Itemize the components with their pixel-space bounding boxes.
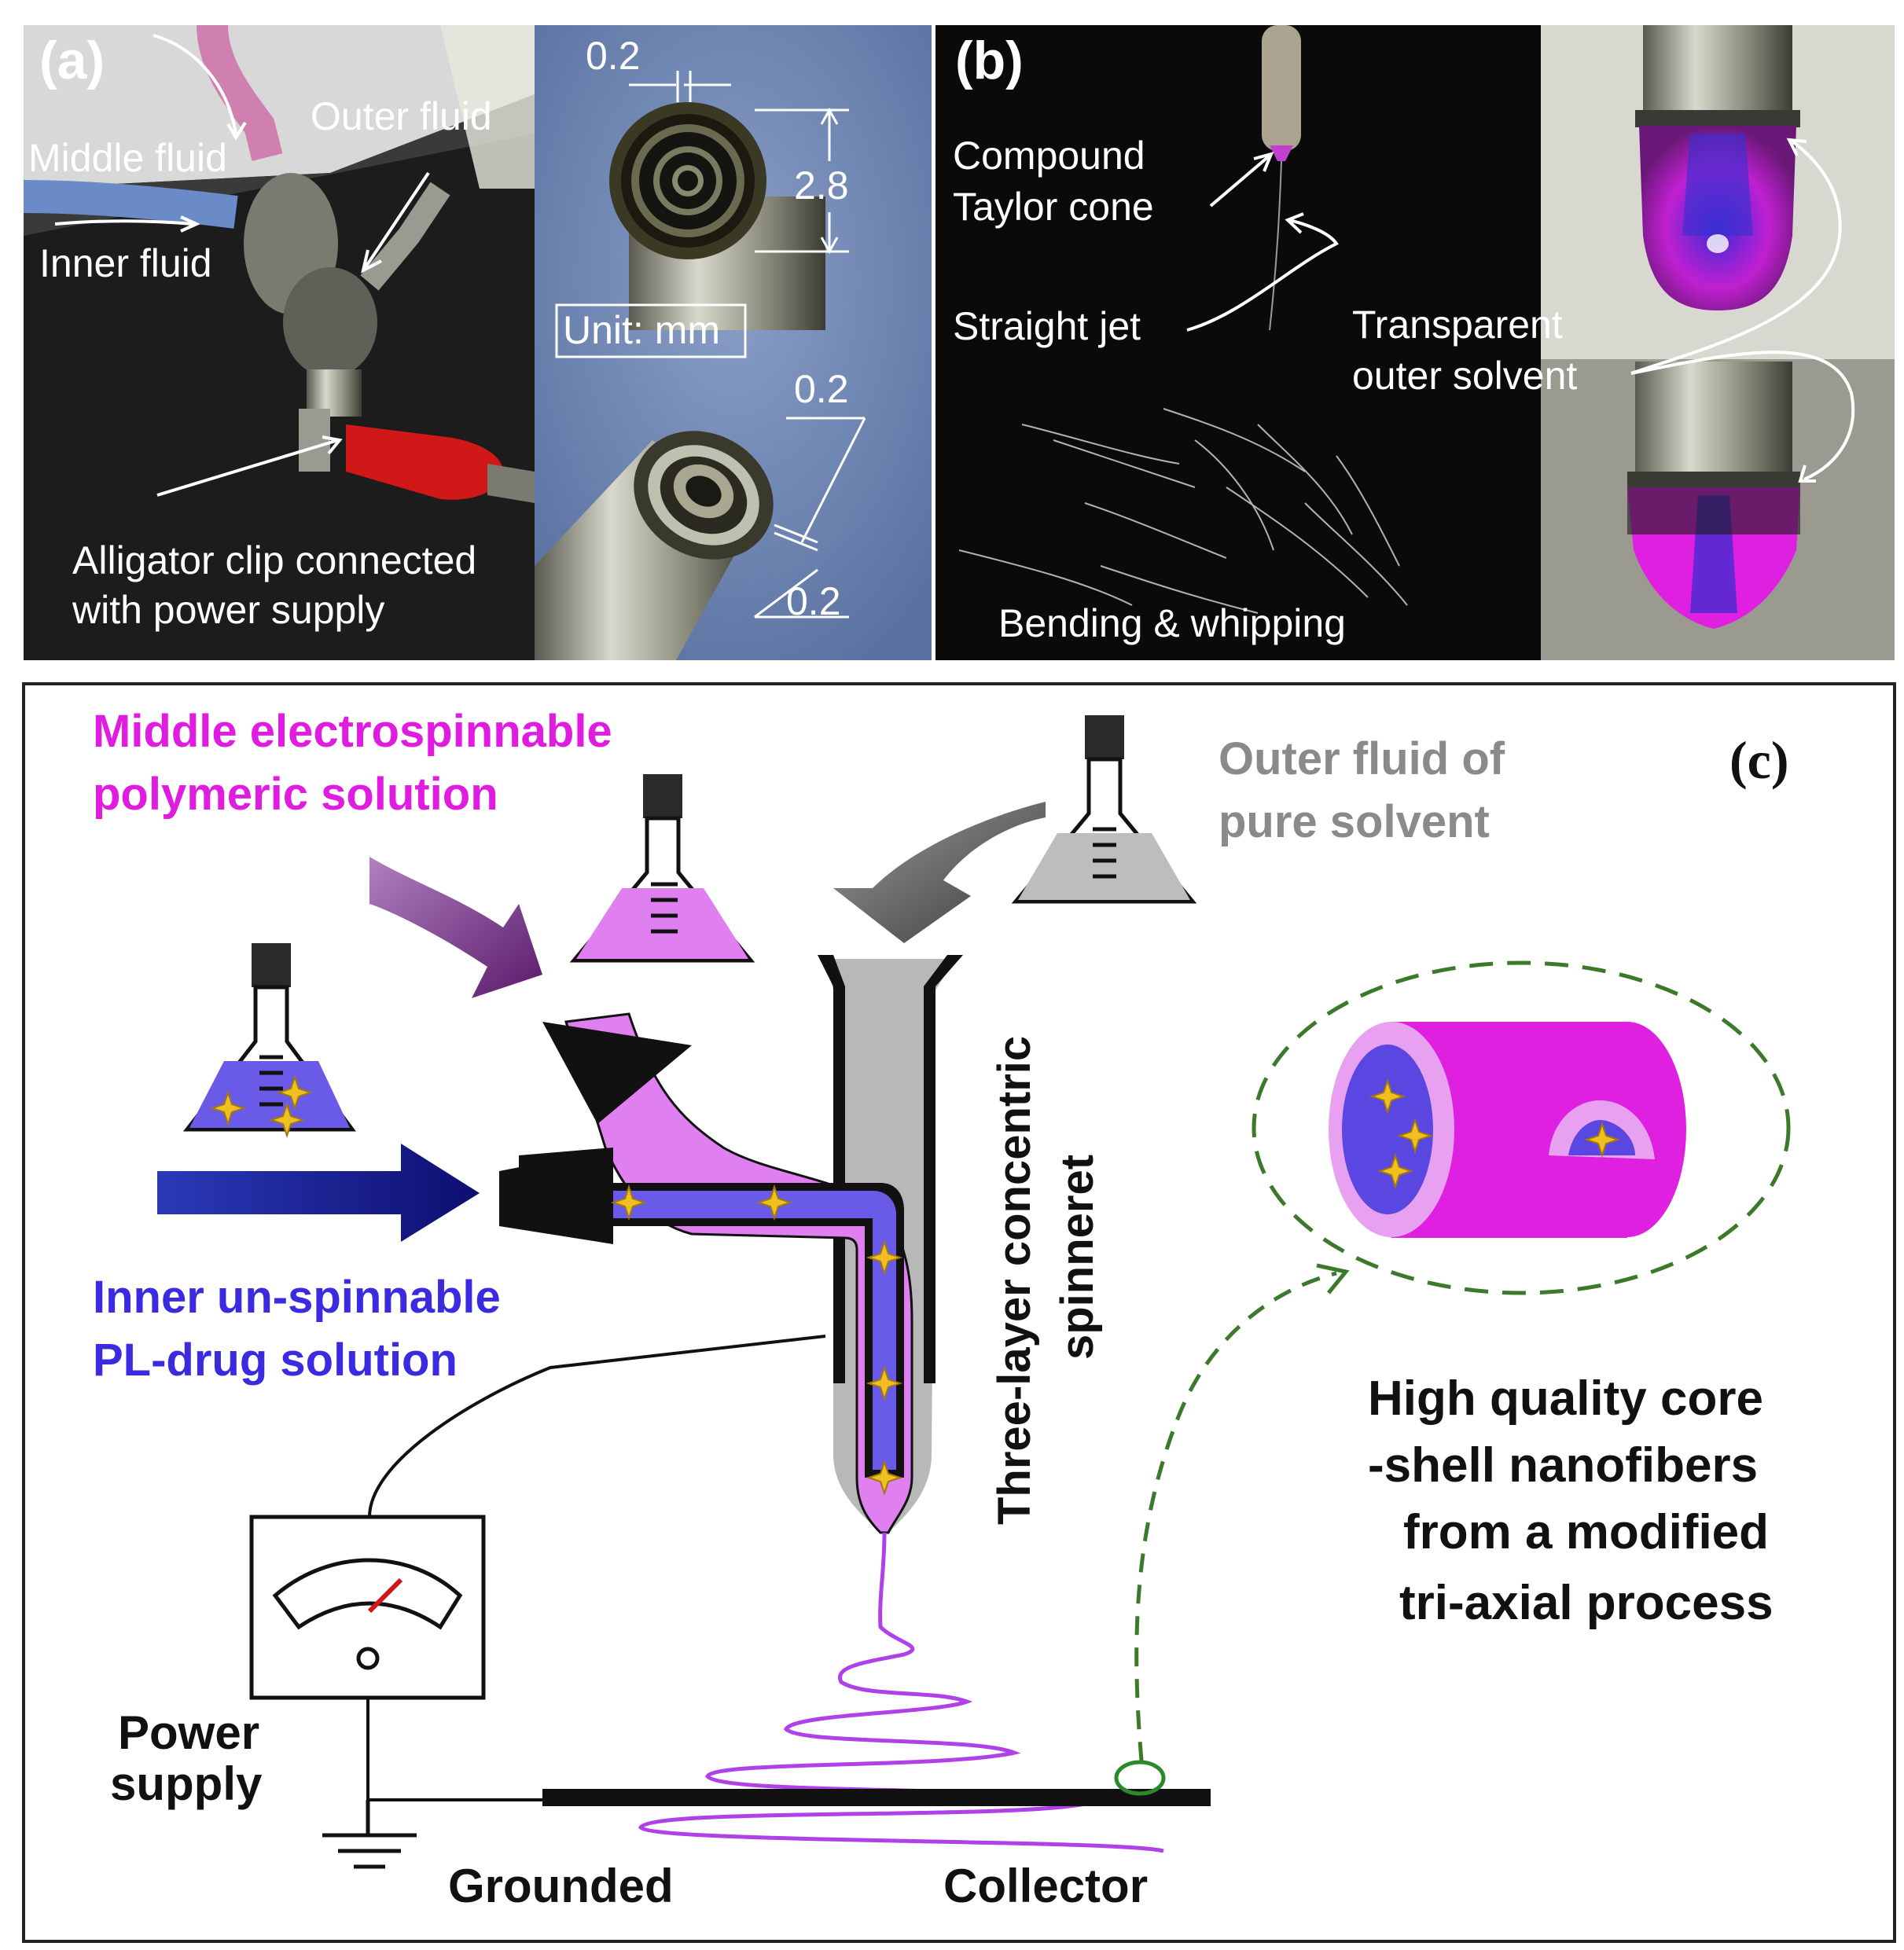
unit-label: Unit: mm (563, 308, 720, 352)
inner-solution-label-2: PL-drug solution (93, 1335, 458, 1386)
collector-label: Collector (943, 1860, 1148, 1912)
power-supply-label-2: supply (110, 1757, 263, 1810)
spinneret-photos: 0.2 2.8 Unit: mm 0.2 0.2 (535, 25, 932, 660)
inner-solution-label-1: Inner un-spinnable (93, 1272, 501, 1323)
panel-a-arrows (54, 34, 430, 497)
outer-fluid-c-label-2: pure solvent (1218, 796, 1490, 847)
meter-icon (249, 1515, 486, 1700)
compound-label-2: Taylor cone (953, 185, 1154, 229)
transparent-label-1: Transparent (1352, 303, 1563, 347)
bending-label: Bending & whipping (998, 601, 1346, 645)
panel-b: (b) Compound Taylor cone Straight jet Be… (935, 25, 1541, 660)
whipping-streaks (958, 408, 1408, 614)
flask-icon (1011, 715, 1197, 904)
fiber-sample-circle (1114, 1760, 1166, 1796)
ground-icon (322, 1800, 417, 1869)
middle-fluid-label: Middle fluid (28, 136, 227, 180)
wires (366, 1335, 826, 1801)
hq-label-2: -shell nanofibers (1368, 1438, 1758, 1493)
dim-right-top-label: 0.2 (794, 367, 849, 411)
grounded-label: Grounded (448, 1860, 674, 1912)
panel-b-letter: (b) (955, 31, 1024, 90)
transparent-label-2: outer solvent (1352, 354, 1577, 398)
middle-arrow-icon (369, 857, 542, 998)
panel-a-letter: (a) (39, 31, 105, 90)
alligator-label-1: Alligator clip connected (72, 538, 476, 582)
dim-diameter-label: 2.8 (794, 163, 849, 207)
outer-fluid-label: Outer fluid (311, 94, 492, 138)
zoom-arrowhead (1316, 1263, 1350, 1294)
zoom-dashed-arrow (1134, 1271, 1337, 1761)
inner-fluid-label: Inner fluid (39, 241, 212, 285)
droplet-arrows (1630, 138, 1855, 483)
dim-top-label: 0.2 (586, 34, 641, 78)
middle-solution-label-1: Middle electrospinnable (93, 706, 612, 757)
compound-label-1: Compound (953, 134, 1145, 178)
inner-arrow-icon (157, 1144, 480, 1242)
outer-arrow-icon (833, 802, 1046, 943)
spinneret (499, 955, 963, 1534)
flask-icon (182, 943, 356, 1137)
alligator-label-2: with power supply (72, 588, 384, 632)
panel-c: Middle electrospinnable polymeric soluti… (22, 682, 1896, 1943)
power-supply-label-1: Power (118, 1706, 259, 1759)
spinneret-label-2: spinneret (1052, 1155, 1103, 1360)
panel-b-arrows (1186, 152, 1339, 332)
droplet-photos: Transparent outer solvent (1352, 25, 1895, 660)
nanofiber-zoom (1252, 960, 1791, 1295)
electrospinning-jet (638, 1532, 1164, 1853)
panel-a: (a) Middle fluid Outer fluid Inner fluid… (23, 24, 535, 660)
outer-fluid-c-label-1: Outer fluid of (1218, 733, 1505, 784)
straight-jet-label: Straight jet (953, 304, 1141, 348)
spinneret-label-1: Three-layer concentric (989, 1036, 1040, 1525)
hq-label-1: High quality core (1368, 1372, 1763, 1426)
middle-solution-label-2: polymeric solution (93, 769, 498, 820)
flask-icon (569, 774, 755, 963)
hq-label-3: from a modified (1403, 1505, 1769, 1559)
hq-label-4: tri-axial process (1399, 1576, 1774, 1630)
dimension-lines (629, 71, 866, 619)
spinneret-end-view (609, 102, 825, 330)
spinneret-angled-view (535, 431, 774, 660)
dim-right-bottom-label: 0.2 (786, 579, 841, 623)
panel-c-letter: (c) (1729, 730, 1788, 790)
collector-plate (542, 1789, 1211, 1806)
unit-box (555, 303, 747, 358)
